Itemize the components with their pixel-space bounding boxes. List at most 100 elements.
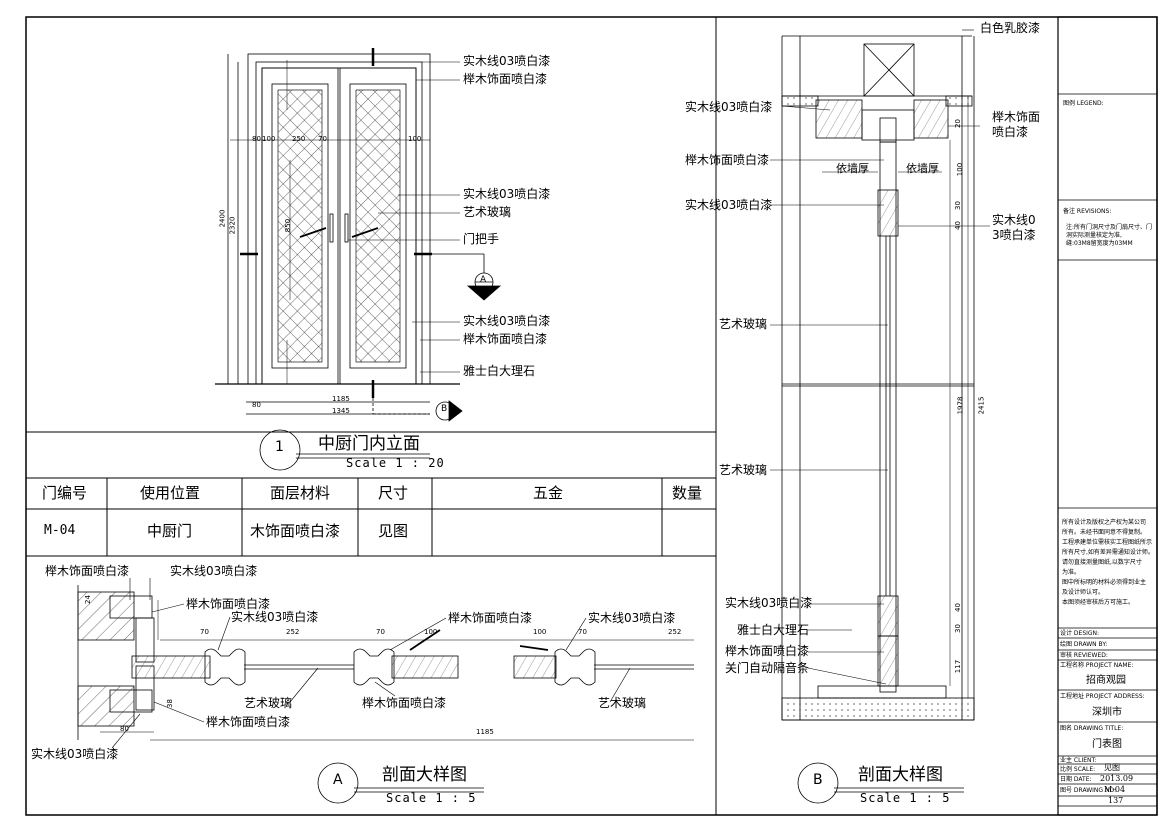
door-elevation	[215, 48, 502, 422]
tb-notes-2: 所有。未经书面同意不得复制。	[1062, 529, 1147, 536]
dim-70: 70	[318, 135, 327, 143]
tb-notes-5: 请勿直接测量图纸,以数字尺寸	[1062, 559, 1142, 566]
tb-revisions-line-1: 注:所有门洞尺寸及门扇尺寸、门	[1066, 224, 1153, 231]
table-header-hardware: 五金	[533, 484, 564, 502]
elev-label-6: 实木线03喷白漆	[463, 314, 551, 328]
dim-1345: 1345	[332, 407, 350, 415]
elev-label-8: 雅士白大理石	[463, 364, 536, 378]
sec-b-dim-40a: 40	[953, 603, 962, 612]
title-block-grid	[1058, 93, 1157, 807]
elev-label-2: 榉木饰面喷白漆	[463, 72, 548, 86]
tb-drawn-label: 绘图 DRAWN BY:	[1060, 641, 1108, 648]
section-b-letter: B	[813, 772, 823, 788]
sec-a-dim-1185: 1185	[476, 728, 494, 736]
tb-notes-9: 本图须经审核后方可施工。	[1062, 599, 1135, 606]
sec-a-label-7: 艺术玻璃	[244, 696, 293, 710]
elev-label-3: 实木线03喷白漆	[463, 187, 551, 201]
sec-b-dim-40b: 40	[953, 221, 962, 230]
dim-2320: 2320	[228, 216, 237, 235]
sec-b-label-8: 实木线03喷白漆	[685, 198, 773, 212]
elev-label-7: 榉木饰面喷白漆	[463, 332, 548, 346]
table-cell-size: 见图	[378, 522, 409, 540]
tb-notes-1: 所有设计及版权之产权为某公司	[1062, 519, 1147, 526]
dim-100a: 100	[262, 135, 276, 143]
sec-a-dim-80: 80	[120, 725, 129, 733]
section-a-letter: A	[333, 772, 343, 788]
elev-label-1: 实木线03喷白漆	[463, 54, 551, 68]
sec-a-dim-70c: 70	[578, 628, 587, 636]
elevation-scale: Scale 1 : 20	[346, 456, 445, 470]
section-a-drawing	[77, 578, 694, 749]
tb-notes-8: 及设计师认可。	[1062, 589, 1105, 596]
sec-b-label-5: 榉木饰面喷白漆	[685, 153, 770, 167]
tb-address: 深圳市	[1092, 707, 1122, 718]
sec-b-dim-2415: 2415	[977, 396, 986, 415]
section-b-scale: Scale 1 : 5	[860, 791, 951, 805]
sec-a-label-6: 实木线03喷白漆	[588, 611, 676, 625]
sec-a-label-3: 榉木饰面喷白漆	[186, 597, 271, 611]
sec-a-label-4: 实木线03喷白漆	[231, 610, 319, 624]
sec-a-dim-252b: 252	[668, 628, 682, 636]
table-header-code: 门编号	[42, 484, 88, 502]
sec-b-label-1: 白色乳胶漆	[980, 21, 1041, 35]
section-b-title: 剖面大样图	[858, 765, 943, 785]
title-markers	[259, 429, 964, 804]
tb-project-label: 工程名称 PROJECT NAME:	[1060, 662, 1134, 669]
dim-80a: 80	[252, 401, 261, 409]
tb-drawing-title-label: 图名 DRAWING TITLE:	[1060, 725, 1124, 732]
sec-a-label-11: 实木线03喷白漆	[31, 747, 119, 761]
sec-b-label-12: 艺术玻璃	[719, 463, 768, 477]
sec-a-label-1: 榉木饰面喷白漆	[45, 564, 130, 578]
sec-a-label-8: 榉木饰面喷白漆	[362, 696, 447, 710]
sec-b-label-11: 艺术玻璃	[719, 317, 768, 331]
table-cell-material: 木饰面喷白漆	[250, 522, 341, 540]
table-cell-code: M-04	[44, 523, 76, 538]
tb-reviewed-label: 审核 REVIEWED:	[1060, 652, 1108, 659]
sec-b-label-10: 3喷白漆	[992, 228, 1036, 242]
sec-a-dim-100a: 100	[424, 628, 438, 636]
sec-b-dim-100: 100	[956, 162, 965, 177]
sheet-border	[25, 16, 1158, 816]
tb-date: 2013.09	[1100, 774, 1134, 783]
sec-b-dim-30a: 30	[953, 624, 962, 633]
sec-b-label-3: 榉木饰面	[992, 110, 1041, 124]
sec-a-dim-70a: 70	[200, 628, 209, 636]
sec-b-label-9: 实木线0	[992, 213, 1036, 227]
sec-b-dim-20: 20	[953, 119, 962, 128]
sec-b-label-13: 实木线03喷白漆	[725, 596, 813, 610]
tb-revisions-line-3: 缝:03M8留宽度为03MM	[1066, 240, 1133, 247]
tb-scale-label: 比例 SCALE:	[1060, 766, 1096, 773]
tb-notes-3: 工程承建单位需核实工程图纸所示	[1062, 539, 1153, 546]
sec-b-label-7: 依墙厚	[906, 162, 939, 175]
tb-project-name: 招商观园	[1086, 675, 1126, 686]
sec-a-dim-38: 38	[165, 699, 174, 708]
sec-b-label-15: 榉木饰面喷白漆	[725, 644, 810, 658]
tb-drawing-no-label: 图号 DRAWING NO:	[1060, 787, 1117, 794]
sec-a-dim-24: 24	[83, 595, 92, 604]
dim-850: 850	[284, 218, 293, 233]
tb-design-label: 设计 DESIGN:	[1060, 630, 1100, 637]
sec-b-dim-30b: 30	[953, 201, 962, 210]
sec-a-dim-70b: 70	[376, 628, 385, 636]
sec-a-dim-252a: 252	[286, 628, 300, 636]
tb-revisions-line-2: 洞实际测量核定为准,	[1066, 232, 1122, 239]
sec-a-label-5: 榉木饰面喷白漆	[448, 611, 533, 625]
sec-b-label-2: 实木线03喷白漆	[685, 100, 773, 114]
sec-b-label-6: 依墙厚	[836, 162, 869, 175]
tb-drawing-no: M-04	[1104, 785, 1126, 794]
tb-client-label: 业主 CLIENT:	[1060, 757, 1097, 764]
elevation-title: 中厨门内立面	[318, 434, 420, 454]
tb-address-label: 工程地址 PROJECT ADDRESS:	[1060, 693, 1145, 700]
table-header-material: 面层材料	[270, 484, 331, 502]
tb-notes-4: 所有尺寸,如有差异需通知设计师。	[1062, 549, 1154, 556]
table-header-location: 使用位置	[140, 484, 201, 502]
section-marker-b-letter: B	[441, 404, 448, 414]
tb-legend-label: 图例 LEGEND:	[1063, 100, 1104, 107]
tb-notes-6: 为准。	[1062, 569, 1081, 576]
table-header-size: 尺寸	[378, 484, 409, 502]
tb-date-label: 日期 DATE:	[1060, 776, 1092, 783]
dim-100b: 100	[408, 135, 422, 143]
section-b-drawing	[770, 29, 990, 721]
door-table-grid	[106, 478, 663, 556]
